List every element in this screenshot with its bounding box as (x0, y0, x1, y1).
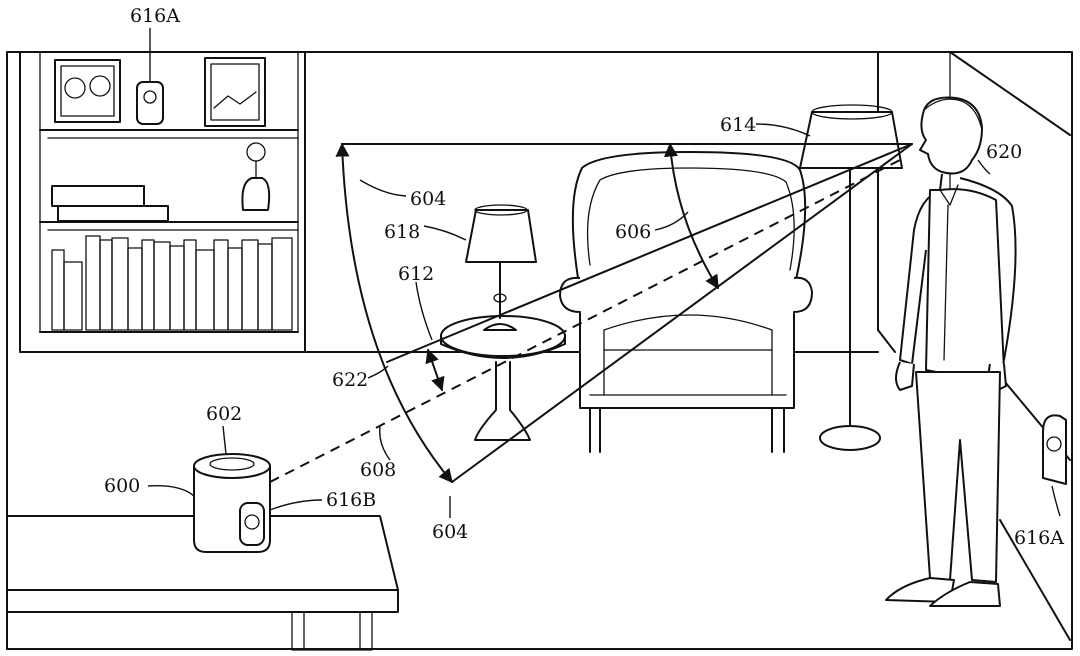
label-612: 612 (398, 263, 434, 285)
gaze-ray-lower (451, 143, 913, 483)
field-of-view (269, 142, 913, 484)
table-lamp-618 (465, 204, 537, 331)
fov-arc-604 (335, 142, 453, 484)
label-602: 602 (206, 403, 242, 425)
gaze-ray-upper (386, 143, 913, 363)
label-620: 620 (986, 141, 1022, 163)
books (51, 235, 293, 331)
leader-lines (147, 28, 1061, 518)
reference-numerals: 616A 614 620 604 618 606 612 622 602 608… (104, 5, 1064, 549)
person-620 (885, 96, 1017, 607)
device-600 (193, 453, 271, 553)
label-604-bottom: 604 (432, 521, 468, 543)
armchair (559, 151, 813, 453)
camera-616a-wall (1042, 414, 1067, 485)
floor-lamp-614 (799, 104, 903, 451)
label-618: 618 (384, 221, 420, 243)
label-600: 600 (104, 475, 140, 497)
angle-arc-606 (664, 142, 719, 290)
label-608: 608 (360, 459, 396, 481)
label-616a-wall: 616A (1014, 527, 1064, 549)
offset-612 (425, 348, 445, 392)
side-table (440, 315, 566, 441)
bookshelf (19, 51, 306, 353)
camera-616b (239, 502, 265, 546)
label-616a-top: 616A (130, 5, 180, 27)
label-622: 622 (332, 369, 368, 391)
label-616b: 616B (326, 489, 376, 511)
label-606: 606 (615, 221, 651, 243)
label-614: 614 (720, 114, 756, 136)
label-604-top: 604 (410, 188, 446, 210)
